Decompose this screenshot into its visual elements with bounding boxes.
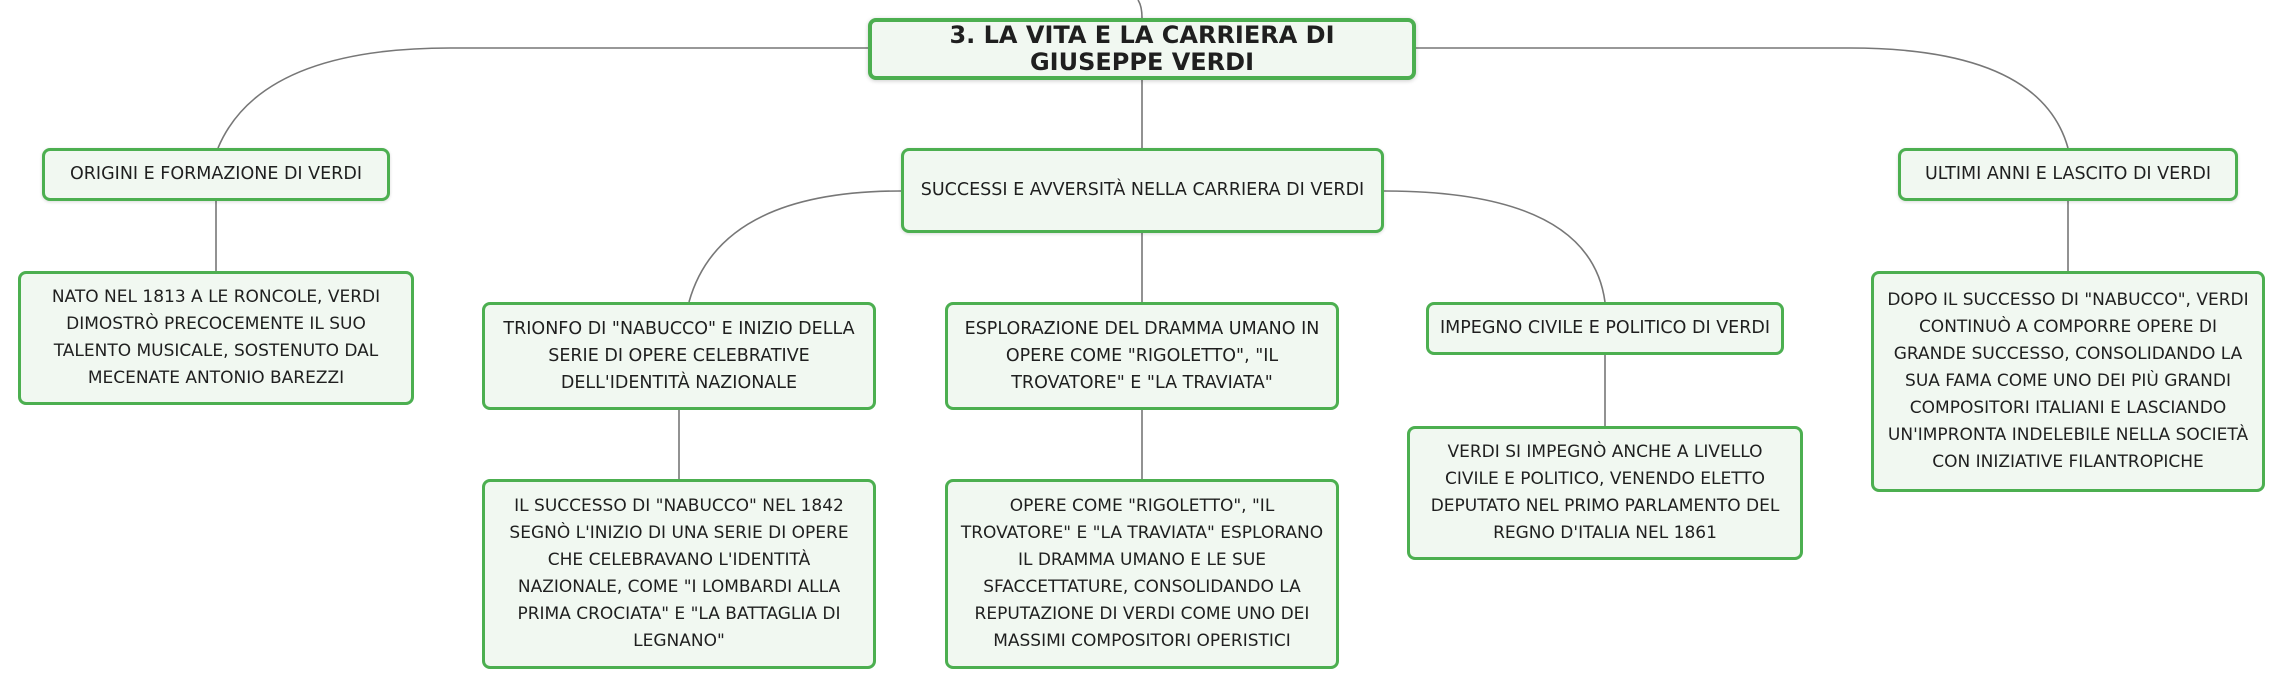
topic-origins[interactable]: ORIGINI E FORMAZIONE DI VERDI: [42, 148, 390, 201]
connector-root-origins: [217, 47, 868, 149]
subtopic-civic[interactable]: IMPEGNO CIVILE E POLITICO DI VERDI: [1426, 302, 1784, 355]
connector-root-legacy: [1416, 47, 2069, 149]
topic-legacy[interactable]: ULTIMI ANNI E LASCITO DI VERDI: [1898, 148, 2238, 201]
connector-career-nabucco: [688, 190, 902, 303]
topic-career[interactable]: SUCCESSI E AVVERSITÀ NELLA CARRIERA DI V…: [901, 148, 1384, 233]
root-topic[interactable]: 3. LA VITA E LA CARRIERA DI GIUSEPPE VER…: [868, 18, 1416, 80]
detail-civic[interactable]: VERDI SI IMPEGNÒ ANCHE A LIVELLO CIVILE …: [1407, 426, 1803, 560]
subtopic-nabucco[interactable]: TRIONFO DI "NABUCCO" E INIZIO DELLA SERI…: [482, 302, 876, 410]
detail-drama[interactable]: OPERE COME "RIGOLETTO", "IL TROVATORE" E…: [945, 479, 1339, 669]
detail-legacy[interactable]: DOPO IL SUCCESSO DI "NABUCCO", VERDI CON…: [1871, 271, 2265, 492]
connector-root-top: [1137, 0, 1143, 19]
detail-origins[interactable]: NATO NEL 1813 A LE RONCOLE, VERDI DIMOST…: [18, 271, 414, 405]
connector-career-civic: [1383, 190, 1606, 303]
subtopic-drama[interactable]: ESPLORAZIONE DEL DRAMMA UMANO IN OPERE C…: [945, 302, 1339, 410]
detail-nabucco[interactable]: IL SUCCESSO DI "NABUCCO" NEL 1842 SEGNÒ …: [482, 479, 876, 669]
